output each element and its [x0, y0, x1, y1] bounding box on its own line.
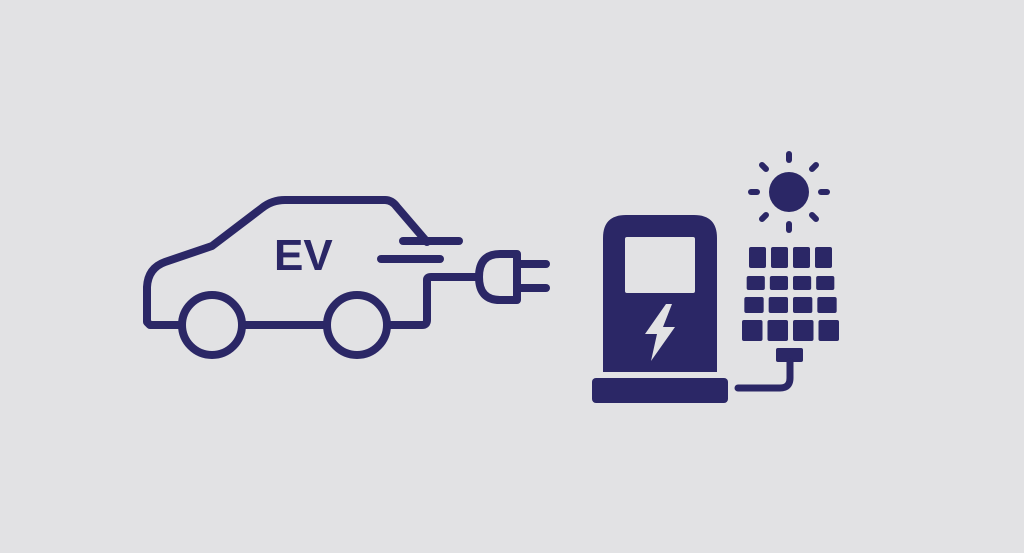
panel-connector: [776, 348, 803, 362]
solar-cell: [744, 297, 764, 313]
ev-car-icon: [143, 196, 482, 359]
ev-label: EV: [274, 231, 333, 280]
solar-cell: [769, 276, 788, 290]
solar-cell: [818, 320, 839, 341]
charging-station-icon: [592, 215, 728, 403]
solar-cell: [749, 247, 766, 268]
solar-cable: [734, 358, 794, 392]
solar-cell: [768, 297, 788, 313]
plug-icon: [475, 250, 550, 304]
solar-cell: [793, 276, 812, 290]
solar-cell: [742, 320, 763, 341]
solar-cell: [817, 297, 837, 313]
solar-cell: [815, 247, 832, 268]
rear-wheel: [178, 291, 246, 359]
car-front-and-cable: [240, 273, 482, 329]
solar-cell: [816, 276, 835, 290]
station-screen: [625, 237, 695, 293]
sun-icon: [748, 151, 830, 233]
car-body-outline: [143, 196, 431, 329]
solar-cell: [771, 247, 788, 268]
lightning-bolt-icon: [645, 304, 675, 361]
front-wheel: [323, 291, 391, 359]
station-base: [592, 378, 728, 403]
solar-cell: [793, 320, 814, 341]
solar-cell: [767, 320, 788, 341]
solar-cell: [746, 276, 765, 290]
solar-panel-icon: [734, 247, 839, 392]
solar-cell: [793, 297, 813, 313]
solar-cell: [793, 247, 810, 268]
